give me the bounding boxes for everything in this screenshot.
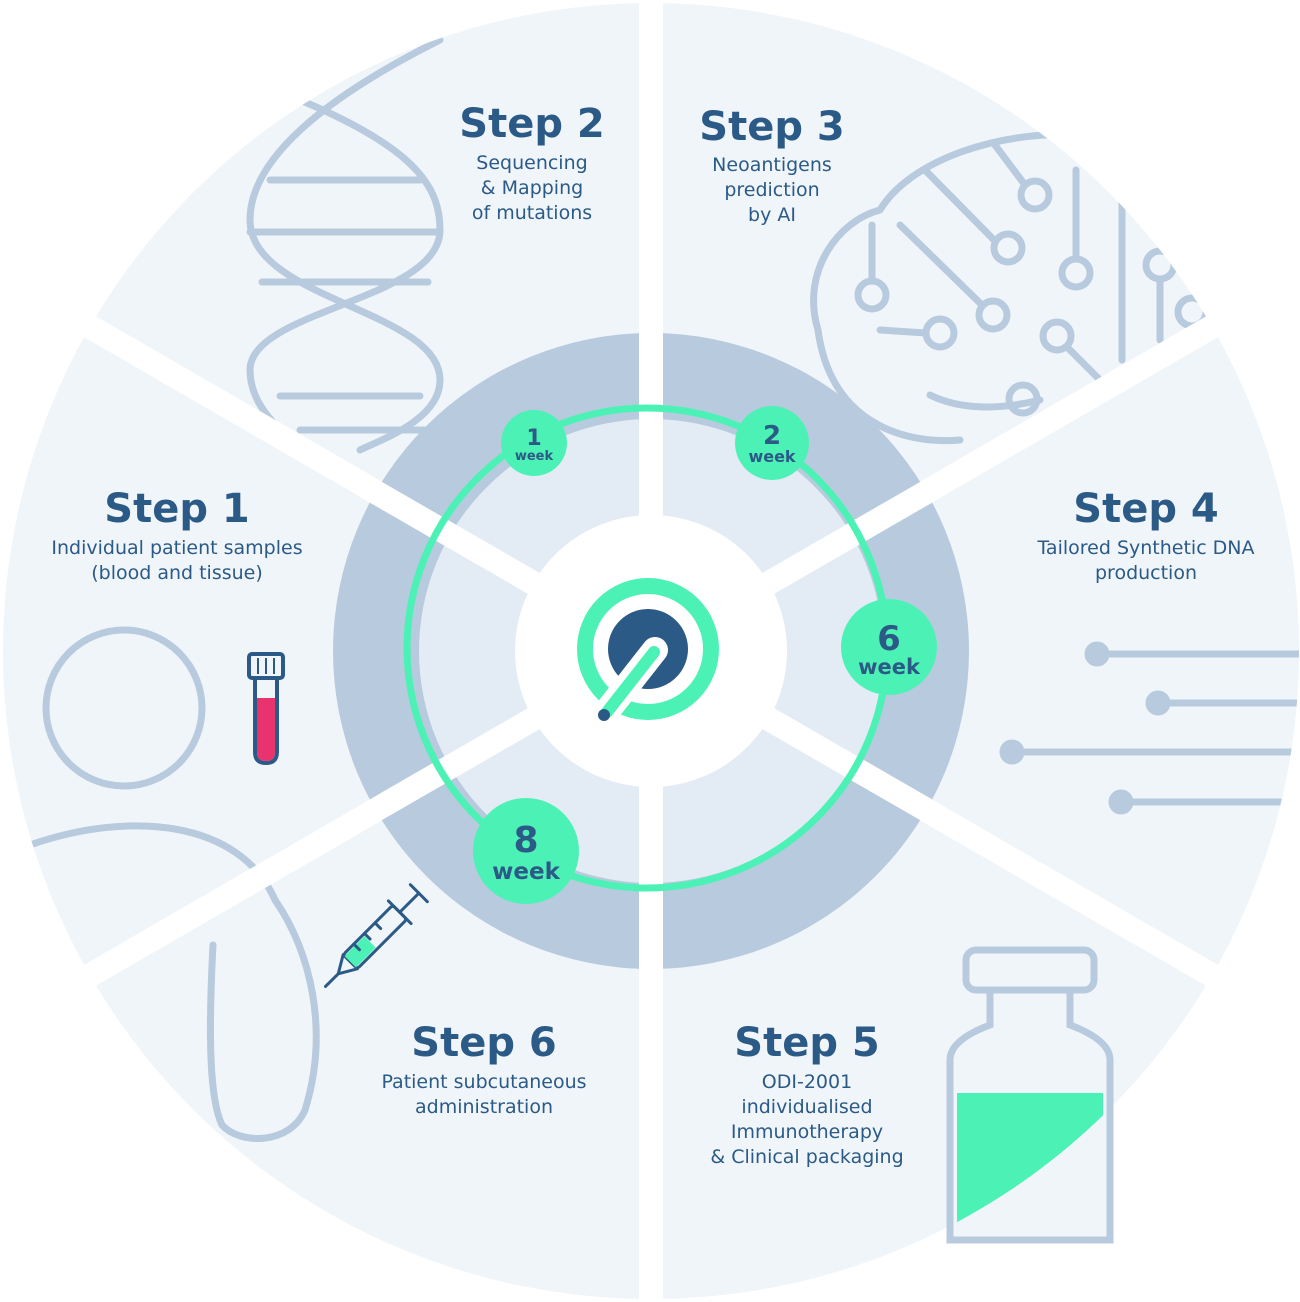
- step-title: Step 4: [1073, 486, 1218, 532]
- step-title: Step 1: [104, 486, 249, 532]
- step-desc-line: (blood and tissue): [91, 562, 263, 584]
- step-desc-line: & Mapping: [481, 177, 583, 199]
- week-marker-1: 1 week: [501, 410, 567, 476]
- week-value: 8: [513, 820, 538, 861]
- step-desc-line: Neoantigens: [712, 154, 832, 176]
- week-unit: week: [858, 655, 921, 679]
- test-tube-icon: [249, 654, 283, 763]
- step-desc-line: production: [1095, 562, 1197, 584]
- week-value: 6: [877, 619, 901, 659]
- step-title: Step 6: [411, 1020, 556, 1066]
- step-desc-line: & Clinical packaging: [710, 1146, 903, 1168]
- week-unit: week: [492, 859, 560, 885]
- step-desc-line: Sequencing: [476, 152, 587, 174]
- step-desc-line: Individual patient samples: [51, 537, 302, 559]
- step-desc-line: administration: [415, 1096, 553, 1118]
- step-desc-line: prediction: [724, 179, 819, 201]
- step-desc-line: individualised: [741, 1096, 872, 1118]
- step-desc-line: Patient subcutaneous: [381, 1071, 586, 1093]
- week-marker-4: 8 week: [473, 798, 579, 904]
- week-marker-3: 6 week: [841, 599, 937, 695]
- step-desc-line: ODI-2001: [762, 1071, 852, 1093]
- week-unit: week: [515, 449, 554, 464]
- step-title: Step 5: [734, 1020, 879, 1066]
- step-desc-line: Tailored Synthetic DNA: [1036, 537, 1254, 559]
- step-title: Step 3: [699, 104, 844, 150]
- step-desc-line: Immunotherapy: [731, 1121, 883, 1143]
- step-title: Step 2: [459, 101, 604, 147]
- week-unit: week: [748, 447, 795, 466]
- step-desc-line: of mutations: [472, 202, 592, 224]
- week-marker-2: 2 week: [735, 406, 809, 480]
- step-2-label: Step 2 Sequencing & Mapping of mutations: [459, 101, 604, 224]
- week-value: 1: [526, 426, 541, 451]
- step-desc-line: by AI: [748, 204, 796, 226]
